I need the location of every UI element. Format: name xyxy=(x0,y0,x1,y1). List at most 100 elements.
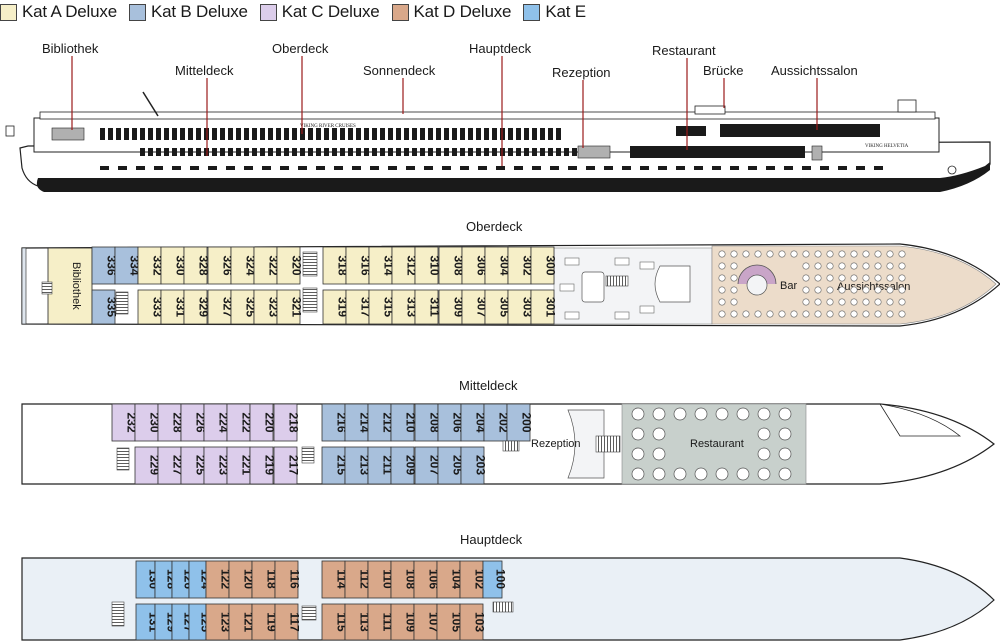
cabin-217[interactable]: 217 xyxy=(273,446,301,485)
restaurant-table xyxy=(694,467,708,481)
porthole xyxy=(658,166,667,170)
cabin-202[interactable]: 202 xyxy=(483,403,511,442)
cabin-302[interactable]: 302 xyxy=(507,246,535,285)
cabin-332[interactable]: 332 xyxy=(137,246,165,285)
cabin-104[interactable]: 104 xyxy=(436,560,464,599)
cabin-108[interactable]: 108 xyxy=(390,560,418,599)
cabin-226[interactable]: 226 xyxy=(180,403,208,442)
cabin-225[interactable]: 225 xyxy=(180,446,208,485)
cabin-218[interactable]: 218 xyxy=(273,403,301,442)
cabin-210[interactable]: 210 xyxy=(390,403,418,442)
cabin-229[interactable]: 229 xyxy=(134,446,162,485)
cabin-230[interactable]: 230 xyxy=(134,403,162,442)
cabin-204[interactable]: 204 xyxy=(460,403,488,442)
cabin-211[interactable]: 211 xyxy=(367,446,395,485)
cabin-324[interactable]: 324 xyxy=(230,246,258,285)
cabin-304[interactable]: 304 xyxy=(484,246,512,285)
cabin-115[interactable]: 115 xyxy=(321,603,349,641)
cabin-327[interactable]: 327 xyxy=(207,289,235,325)
profile-callout-lines xyxy=(71,56,818,166)
cabin-215[interactable]: 215 xyxy=(321,446,349,485)
cabin-300[interactable]: 300 xyxy=(530,246,558,285)
cabin-335[interactable]: 335 xyxy=(91,289,119,325)
cabin-331[interactable]: 331 xyxy=(160,289,188,325)
cabin-333[interactable]: 333 xyxy=(137,289,165,325)
cabin-110[interactable]: 110 xyxy=(367,560,395,599)
cabin-232[interactable]: 232 xyxy=(111,403,139,442)
cabin-200[interactable]: 200 xyxy=(506,403,534,442)
cabin-317[interactable]: 317 xyxy=(345,289,373,325)
cabin-301[interactable]: 301 xyxy=(530,289,558,325)
cabin-106[interactable]: 106 xyxy=(413,560,441,599)
cabin-118[interactable]: 118 xyxy=(251,560,279,599)
cabin-325[interactable]: 325 xyxy=(230,289,258,325)
cabin-329[interactable]: 329 xyxy=(183,289,211,325)
cabin-109[interactable]: 109 xyxy=(390,603,418,641)
cabin-311[interactable]: 311 xyxy=(414,289,442,325)
cabin-206[interactable]: 206 xyxy=(437,403,465,442)
cabin-119[interactable]: 119 xyxy=(251,603,279,641)
cabin-219[interactable]: 219 xyxy=(249,446,277,485)
cabin-123[interactable]: 123 xyxy=(205,603,233,641)
cabin-224[interactable]: 224 xyxy=(203,403,231,442)
cabin-221[interactable]: 221 xyxy=(226,446,254,485)
cabin-121[interactable]: 121 xyxy=(228,603,256,641)
cabin-102[interactable]: 102 xyxy=(459,560,487,599)
cabin-328[interactable]: 328 xyxy=(183,246,211,285)
cabin-323[interactable]: 323 xyxy=(253,289,281,325)
cabin-203[interactable]: 203 xyxy=(460,446,488,485)
cabin-117[interactable]: 117 xyxy=(274,603,302,641)
cabin-313[interactable]: 313 xyxy=(391,289,419,325)
cabin-314[interactable]: 314 xyxy=(368,246,396,285)
cabin-322[interactable]: 322 xyxy=(253,246,281,285)
cabin-213[interactable]: 213 xyxy=(344,446,372,485)
cabin-306[interactable]: 306 xyxy=(461,246,489,285)
cabin-309[interactable]: 309 xyxy=(438,289,466,325)
cabin-105[interactable]: 105 xyxy=(436,603,464,641)
cabin-207[interactable]: 207 xyxy=(414,446,442,485)
cabin-100[interactable]: 100 xyxy=(482,560,508,599)
cabin-205[interactable]: 205 xyxy=(437,446,465,485)
cabin-319[interactable]: 319 xyxy=(322,289,350,325)
cabin-103[interactable]: 103 xyxy=(459,603,487,641)
cabin-208[interactable]: 208 xyxy=(414,403,442,442)
cabin-112[interactable]: 112 xyxy=(344,560,372,599)
cabin-214[interactable]: 214 xyxy=(344,403,372,442)
cabin-228[interactable]: 228 xyxy=(157,403,185,442)
cabin-320[interactable]: 320 xyxy=(276,246,304,285)
cabin-120[interactable]: 120 xyxy=(228,560,256,599)
cabin-216[interactable]: 216 xyxy=(321,403,349,442)
cabin-223[interactable]: 223 xyxy=(203,446,231,485)
cabin-222[interactable]: 222 xyxy=(226,403,254,442)
cabin-336[interactable]: 336 xyxy=(91,246,119,285)
cabin-114[interactable]: 114 xyxy=(321,560,349,599)
cabin-303[interactable]: 303 xyxy=(507,289,535,325)
cabin-220[interactable]: 220 xyxy=(249,403,277,442)
oberdeck-bar-label: Bar xyxy=(780,280,797,292)
window-upper xyxy=(388,128,393,140)
cabin-116[interactable]: 116 xyxy=(274,560,302,599)
cabin-113[interactable]: 113 xyxy=(344,603,372,641)
cabin-209[interactable]: 209 xyxy=(390,446,418,485)
cabin-307[interactable]: 307 xyxy=(461,289,489,325)
cabin-315[interactable]: 315 xyxy=(368,289,396,325)
window-middle xyxy=(236,148,241,156)
cabin-227[interactable]: 227 xyxy=(157,446,185,485)
cabin-310[interactable]: 310 xyxy=(414,246,442,285)
cabin-316[interactable]: 316 xyxy=(345,246,373,285)
cabin-330[interactable]: 330 xyxy=(160,246,188,285)
cabin-321[interactable]: 321 xyxy=(276,289,304,325)
cabin-212[interactable]: 212 xyxy=(367,403,395,442)
cabin-107[interactable]: 107 xyxy=(413,603,441,641)
cabin-111[interactable]: 111 xyxy=(367,603,395,641)
cabin-334[interactable]: 334 xyxy=(114,246,142,285)
cabin-122[interactable]: 122 xyxy=(205,560,233,599)
cabin-326[interactable]: 326 xyxy=(207,246,235,285)
cabin-308[interactable]: 308 xyxy=(438,246,466,285)
cabin-318[interactable]: 318 xyxy=(322,246,350,285)
cabin-312[interactable]: 312 xyxy=(391,246,419,285)
cabin-305[interactable]: 305 xyxy=(484,289,512,325)
lounge-seat xyxy=(730,310,738,318)
cabin-129[interactable]: 129 xyxy=(154,603,179,641)
lounge-seat xyxy=(802,274,810,282)
